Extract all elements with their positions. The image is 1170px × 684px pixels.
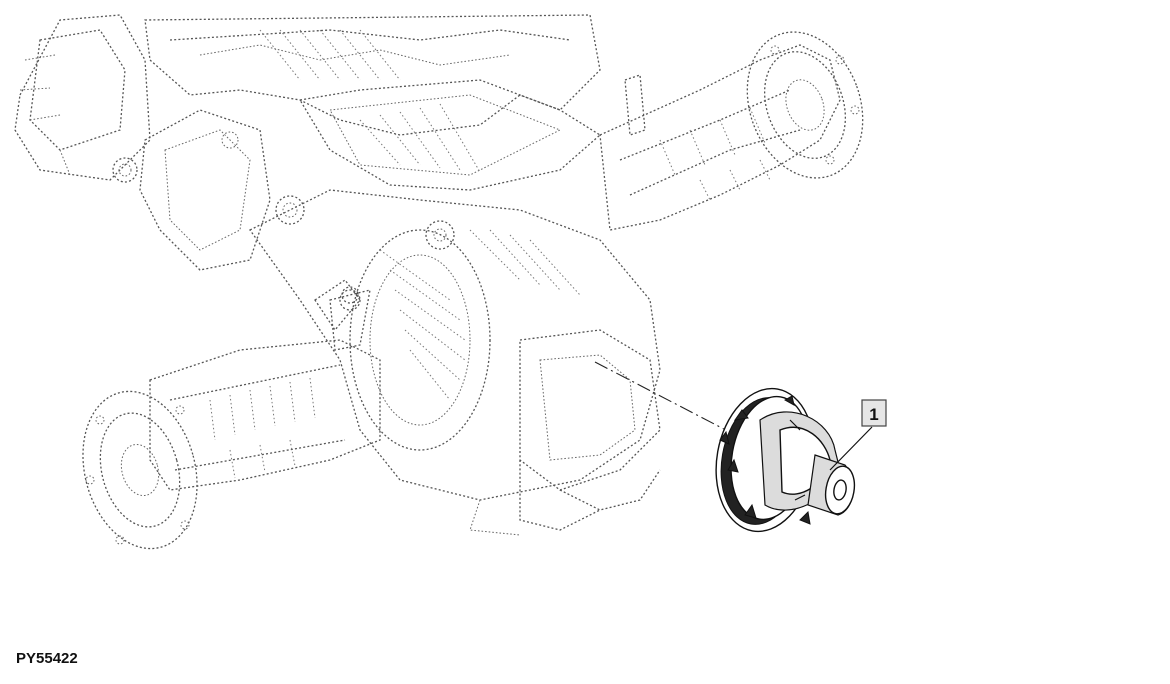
callout-1: 1 [829,399,887,471]
callout-1-box [861,399,887,427]
assembly-centerline [594,361,746,441]
figure-id-label: PY55422 [16,650,78,667]
callout-1-label: 1 [869,405,878,424]
callout-1-leader [829,426,873,471]
part-1-drawing [715,387,856,533]
axle-housing-drawing [14,14,864,550]
